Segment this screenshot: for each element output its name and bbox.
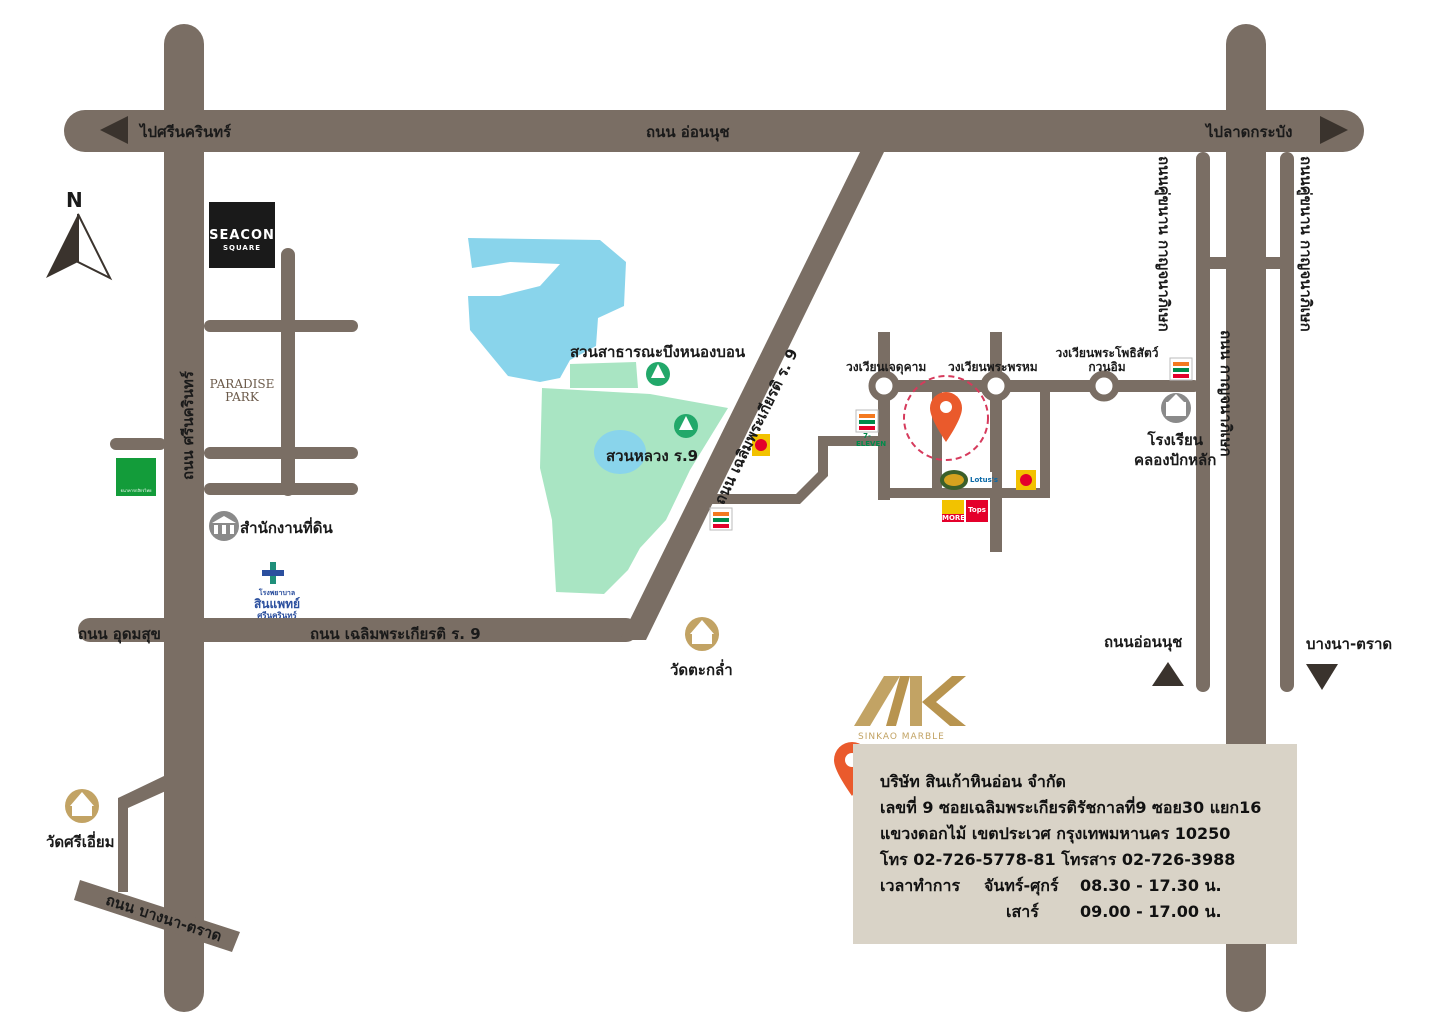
park-tree-icon — [674, 414, 698, 438]
label-to-lat-krabang: ไปลาดกระบัง — [1206, 123, 1293, 141]
school-icon — [1161, 393, 1191, 423]
nongbon-lake — [468, 238, 626, 382]
park-tree-icon — [646, 362, 670, 386]
road-network — [64, 24, 1364, 1012]
label-kanchana-frontage-left: ถนนคู่ขนาน กาญจนาภิเษก — [1155, 156, 1173, 332]
temple-icon — [65, 789, 99, 823]
road-kanchana-crossing — [1196, 257, 1294, 269]
nongbon-park-area — [570, 362, 638, 388]
location-pin-icon[interactable] — [930, 392, 962, 442]
road-udomsuk — [78, 618, 638, 642]
seven-eleven-logo-icon — [709, 507, 733, 531]
seven-eleven-logo-icon — [855, 409, 879, 433]
hours-label: เวลาทำการ — [880, 876, 961, 895]
label-roundabout-chet: วงเวียนเจดุคาม — [846, 360, 927, 374]
hospital-cross-icon — [262, 562, 284, 584]
company-address-line1: เลขที่ 9 ซอยเฉลิมพระเกียรติรัชกาลที่9 ซอ… — [880, 798, 1262, 817]
road-onnut-top — [64, 110, 1364, 152]
company-logo — [854, 676, 966, 726]
label-chalerm-bottom: ถนน เฉลิมพระเกียรติ ร. 9 — [310, 625, 481, 643]
seven-eleven-logo-icon — [1169, 357, 1193, 381]
company-phone: โทร 02-726-5778-81 โทรสาร 02-726-3988 — [880, 850, 1236, 869]
road-soi-link — [712, 436, 884, 504]
more-logo-icon — [942, 500, 964, 522]
target-circle — [903, 375, 989, 461]
label-to-srinakarin: ไปศรีนครินทร์ — [140, 123, 232, 141]
roundabout-pho — [1088, 370, 1120, 402]
north-label: N — [66, 188, 83, 212]
tops-label: Tops — [968, 506, 986, 514]
arrow-right-icon — [1320, 116, 1348, 144]
road-kanchana-frontage-right — [1280, 152, 1294, 692]
label-park-nongbon: สวนสาธารณะบึงหนองบอน — [570, 343, 746, 361]
label-onnut-south: ถนนอ่อนนุช — [1104, 633, 1183, 651]
suanluang-park-area — [540, 388, 728, 594]
label-srinakarin-road: ถนน ศรีนครินทร์ — [179, 371, 197, 480]
seacon-square-logo: SEACON SQUARE — [209, 202, 275, 268]
arrow-left-icon — [100, 116, 128, 144]
label-school: โรงเรียน คลองปักหลัก — [1134, 431, 1217, 469]
roundabout-phrom — [980, 370, 1012, 402]
weekday-hours: 08.30 - 17.30 น. — [1080, 876, 1222, 895]
label-bangna-trat-south: บางนา-ตราด — [1306, 635, 1393, 653]
tops-logo-icon — [966, 500, 988, 522]
weekday-label: จันทร์-ศุกร์ — [984, 876, 1059, 895]
road-soi-bottom — [880, 488, 1050, 498]
seven-eleven-label: 7-ELEVEN — [856, 432, 887, 448]
company-address-line2: แขวงดอกไม้ เขตประเวศ กรุงเทพมหานคร 10250 — [880, 824, 1231, 843]
road-soi-2 — [204, 447, 358, 459]
paradise-park-logo: PARADISE PARK — [209, 377, 275, 404]
label-kanchana-frontage-right: ถนนคู่ขนาน กาญจนาภิเษก — [1297, 156, 1315, 332]
label-udomsuk-road: ถนน อุดมสุข — [78, 625, 161, 643]
suanluang-pond — [594, 430, 646, 474]
lotus-logo-icon — [970, 472, 992, 488]
label-roundabout-phrom: วงเวียนพระพรหม — [948, 360, 1038, 374]
road-bangna-trat-diag — [74, 880, 240, 952]
label-park-luang: สวนหลวง ร.9 — [606, 447, 699, 465]
road-soi-west — [932, 386, 942, 488]
hospital-logo: โรงพยาบาล สินแพทย์ ศรีนครินทร์ — [253, 589, 301, 620]
company-logo-subtitle: SINKAO MARBLE — [858, 732, 945, 742]
label-kanchana-road: ถนน กาญจนาภิเษก — [1217, 330, 1235, 457]
label-wat-srieam: วัดศรีเอี่ยม — [46, 833, 115, 851]
roundabout-chet — [868, 370, 900, 402]
supermarket-logo-icon — [940, 470, 968, 490]
saturday-label: เสาร์ — [1006, 902, 1039, 921]
road-soi-1 — [204, 320, 358, 332]
arrow-up-icon — [1152, 662, 1184, 686]
temple-icon — [685, 617, 719, 651]
bigc-logo-icon — [752, 434, 770, 456]
label-land-office: สำนักงานที่ดิน — [240, 519, 333, 537]
road-soi-bank — [110, 438, 166, 450]
government-building-icon — [209, 511, 239, 541]
label-roundabout-pho: วงเวียนพระโพธิสัตว์ กวนอิม — [1055, 346, 1159, 374]
road-soi-3 — [204, 483, 358, 495]
road-soi-srieam — [118, 776, 168, 892]
label-onnut-road: ถนน อ่อนนุช — [646, 123, 730, 141]
company-name: บริษัท สินเก้าหินอ่อน จำกัด — [880, 772, 1066, 791]
saturday-hours: 09.00 - 17.00 น. — [1080, 902, 1222, 921]
road-chalerm-diagonal — [620, 148, 884, 640]
kasikorn-bank-logo: ธนาคารกสิกรไทย — [116, 458, 156, 496]
road-srinakarin — [164, 24, 204, 1012]
arrow-down-icon — [1306, 664, 1338, 690]
north-arrow-icon — [46, 213, 113, 281]
road-soi-north-1 — [878, 332, 890, 500]
bigc-logo-icon — [1016, 470, 1036, 490]
company-info-box — [853, 744, 1297, 944]
more-label: MORE — [942, 514, 966, 522]
road-soi-east — [1040, 386, 1050, 496]
road-soi-seacon — [281, 248, 295, 496]
lotus-label: Lotus's — [970, 476, 999, 484]
road-kanchana-frontage-left — [1196, 152, 1210, 692]
label-wat-takram: วัดตะกล่ำ — [670, 661, 733, 679]
